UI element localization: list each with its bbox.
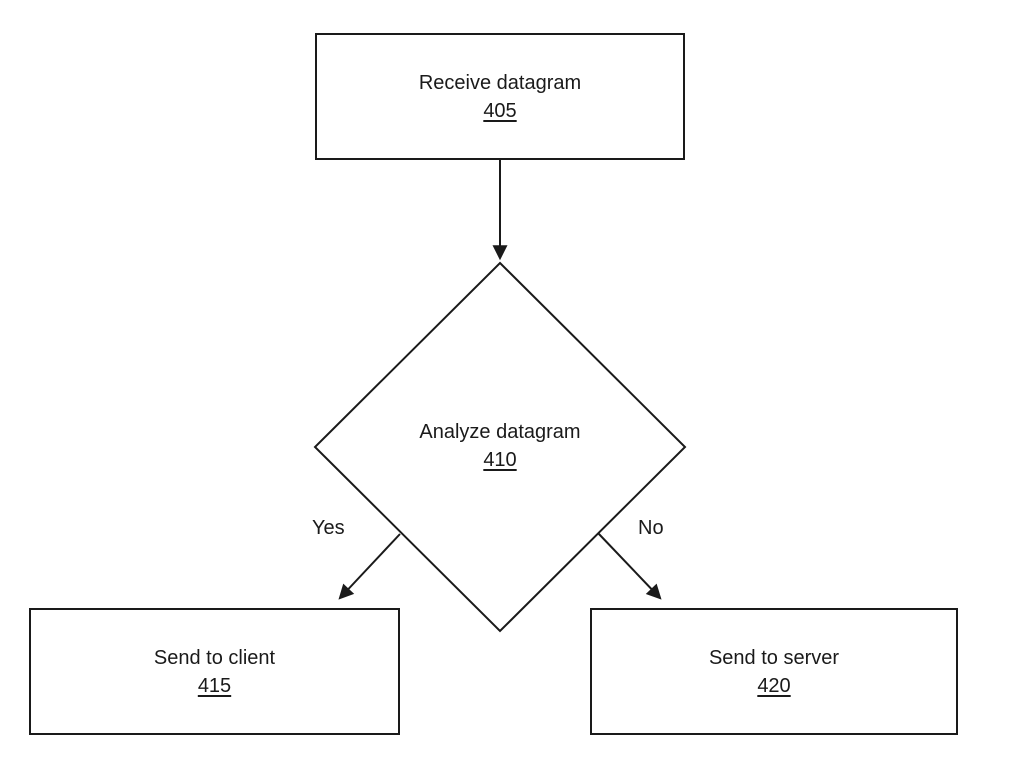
node-send-to-client-label: Send to client [153,646,276,669]
arrow-no-to-server [597,532,662,600]
node-send-to-client: Send to client 415 [29,608,400,735]
branch-label-yes: Yes [312,517,345,539]
node-receive-datagram-label: Receive datagram [418,71,582,94]
node-receive-datagram-ref: 405 [483,99,517,122]
node-receive-datagram: Receive datagram 405 [315,33,685,160]
node-analyze-datagram-ref: 410 [483,449,517,471]
node-analyze-datagram: Analyze datagram 410 [350,418,650,474]
arrow-yes-to-client [338,533,401,600]
branch-label-no: No [638,517,664,539]
node-send-to-client-ref: 415 [197,674,232,697]
decision-diamond-shape [313,261,687,633]
node-analyze-datagram-label: Analyze datagram [419,421,581,443]
node-send-to-server-label: Send to server [708,646,840,669]
node-send-to-server-ref: 420 [757,674,791,697]
node-send-to-server: Send to server 420 [590,608,958,735]
